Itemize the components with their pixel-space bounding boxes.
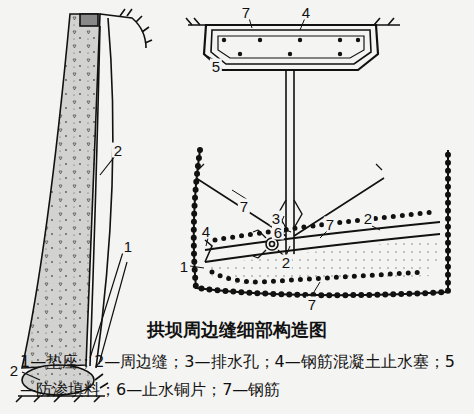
callout-number: 3 bbox=[270, 211, 282, 226]
callout-number: 7 bbox=[306, 297, 318, 312]
callout-number: 6 bbox=[272, 225, 284, 240]
caption: 拱坝周边缝细部构造图 bbox=[0, 318, 474, 342]
callout-number: 1 bbox=[178, 259, 190, 274]
callout-number: 4 bbox=[300, 5, 312, 20]
callout-number: 7 bbox=[238, 199, 250, 214]
callout-number: 7 bbox=[240, 5, 252, 20]
callout-number: 4 bbox=[200, 224, 212, 239]
callout-number: 2 bbox=[112, 143, 124, 158]
callout-number: 2 bbox=[362, 211, 374, 226]
key-text: 1—垫座；2—周边缝；3—排水孔；4—钢筋混凝土止水塞；5—防渗填料；6—止水铜… bbox=[20, 348, 460, 404]
callout-number: 5 bbox=[210, 59, 222, 74]
callout-number: 2 bbox=[280, 255, 292, 270]
callout-number: 2 bbox=[8, 363, 20, 378]
callout-number: 7 bbox=[324, 217, 336, 232]
callout-number: 1 bbox=[122, 239, 134, 254]
